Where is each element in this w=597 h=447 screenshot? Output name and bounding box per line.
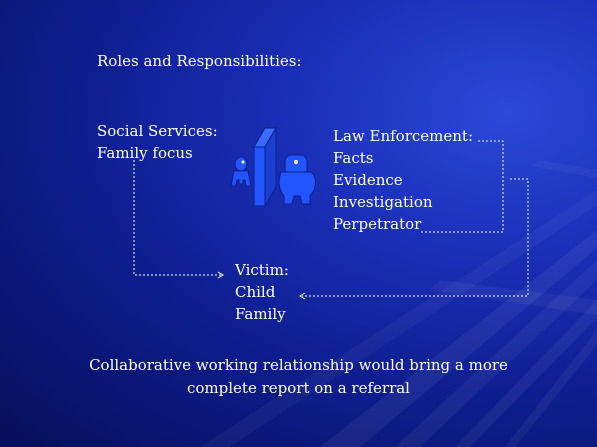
arrowhead-icon: [299, 292, 306, 300]
law-enforcement-heading: Law Enforcement:: [333, 127, 473, 145]
law-enforcement-item: Perpetrator: [333, 215, 422, 233]
law-enforcement-item: Investigation: [333, 193, 433, 211]
arrowhead-icon: [217, 271, 224, 279]
law-enforcement-item: Facts: [333, 149, 374, 167]
footer-line: complete report on a referral: [187, 379, 410, 397]
connector-law-to-victim: [302, 178, 529, 297]
victim-item: Family: [235, 305, 286, 323]
social-services-heading: Social Services:: [97, 122, 218, 140]
footer-line: Collaborative working relationship would…: [89, 356, 508, 374]
victim-item: Child: [235, 283, 276, 301]
connector-social-to-victim: [133, 160, 221, 276]
large-figure-icon: [278, 154, 316, 205]
slide-title: Roles and Responsibilities:: [97, 52, 302, 70]
social-services-block: Social Services: Family focus: [97, 120, 218, 164]
social-services-item: Family focus: [97, 144, 193, 162]
law-enforcement-block: Law Enforcement: Facts Evidence Investig…: [333, 125, 473, 235]
small-figure-icon: [230, 156, 252, 187]
wall-icon: [253, 126, 277, 208]
victim-heading: Victim:: [235, 261, 289, 279]
connector-law-bracket: [420, 140, 504, 233]
law-enforcement-item: Evidence: [333, 171, 403, 189]
victim-block: Victim: Child Family: [235, 259, 289, 325]
footer-text: Collaborative working relationship would…: [40, 354, 557, 400]
